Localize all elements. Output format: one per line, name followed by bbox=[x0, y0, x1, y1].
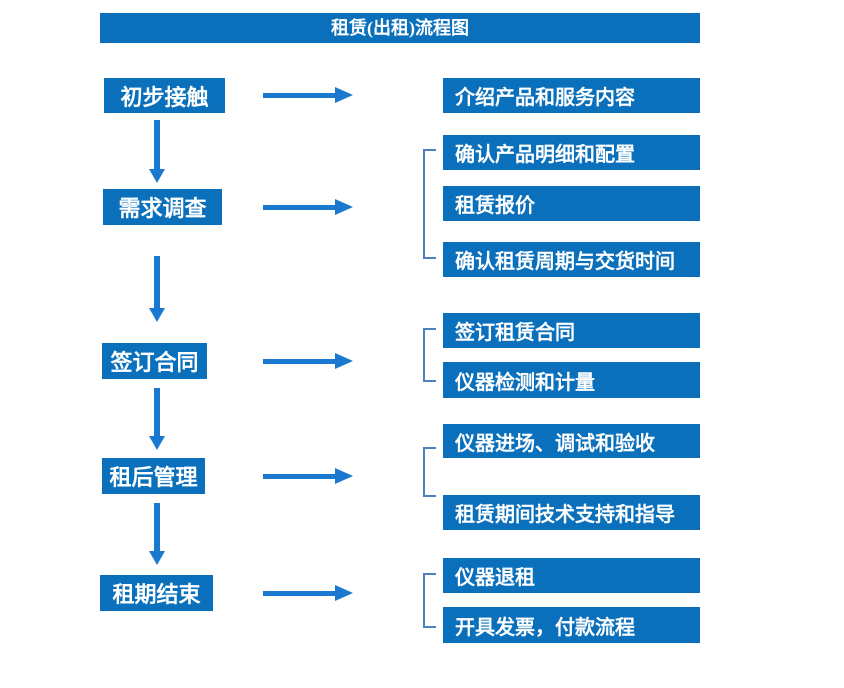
arrow-shaft bbox=[263, 92, 335, 98]
group-bracket-sign-contract bbox=[423, 328, 436, 382]
flow-arrow-down-1 bbox=[149, 120, 165, 183]
flowchart-title: 租赁(出租)流程图 bbox=[100, 13, 700, 43]
arrow-shaft bbox=[263, 473, 335, 479]
arrow-head bbox=[149, 436, 165, 450]
arrow-shaft bbox=[154, 256, 160, 308]
step-box-post-rental-management: 租后管理 bbox=[102, 458, 205, 494]
flow-arrow-down-4 bbox=[149, 503, 165, 565]
flow-arrow-right-2 bbox=[263, 199, 353, 215]
flow-arrow-right-1 bbox=[263, 87, 353, 103]
arrow-head bbox=[335, 353, 353, 369]
detail-box-sign-rental-contract: 签订租赁合同 bbox=[443, 313, 700, 348]
flow-arrow-right-5 bbox=[263, 585, 353, 601]
arrow-head bbox=[335, 87, 353, 103]
detail-box-confirm-period-delivery: 确认租赁周期与交货时间 bbox=[443, 242, 700, 277]
detail-box-rental-quote: 租赁报价 bbox=[443, 186, 700, 221]
detail-box-instrument-testing: 仪器检测和计量 bbox=[443, 362, 700, 398]
flow-arrow-right-3 bbox=[263, 353, 353, 369]
detail-box-instrument-return: 仪器退租 bbox=[443, 558, 700, 593]
detail-box-technical-support: 租赁期间技术支持和指导 bbox=[443, 495, 700, 530]
arrow-head bbox=[149, 169, 165, 183]
arrow-head bbox=[335, 585, 353, 601]
arrow-head bbox=[149, 308, 165, 322]
arrow-shaft bbox=[263, 358, 335, 364]
step-box-sign-contract: 签订合同 bbox=[102, 343, 207, 379]
flow-arrow-right-4 bbox=[263, 468, 353, 484]
arrow-shaft bbox=[263, 204, 335, 210]
detail-box-confirm-product-config: 确认产品明细和配置 bbox=[443, 135, 700, 170]
detail-box-introduce-products: 介绍产品和服务内容 bbox=[443, 78, 700, 113]
arrow-head bbox=[335, 468, 353, 484]
arrow-shaft bbox=[154, 388, 160, 436]
group-bracket-post-rental bbox=[423, 447, 436, 497]
group-bracket-demand-survey bbox=[423, 149, 436, 259]
arrow-shaft bbox=[154, 120, 160, 169]
arrow-head bbox=[149, 551, 165, 565]
step-box-demand-survey: 需求调查 bbox=[103, 189, 222, 225]
arrow-shaft bbox=[154, 503, 160, 551]
step-box-initial-contact: 初步接触 bbox=[104, 78, 225, 113]
step-box-lease-end: 租期结束 bbox=[100, 575, 213, 611]
group-bracket-lease-end bbox=[423, 573, 436, 628]
flow-arrow-down-2 bbox=[149, 256, 165, 322]
arrow-head bbox=[335, 199, 353, 215]
detail-box-invoice-payment: 开具发票，付款流程 bbox=[443, 607, 700, 643]
flow-arrow-down-3 bbox=[149, 388, 165, 450]
detail-box-instrument-setup-acceptance: 仪器进场、调试和验收 bbox=[443, 424, 700, 458]
arrow-shaft bbox=[263, 590, 335, 596]
